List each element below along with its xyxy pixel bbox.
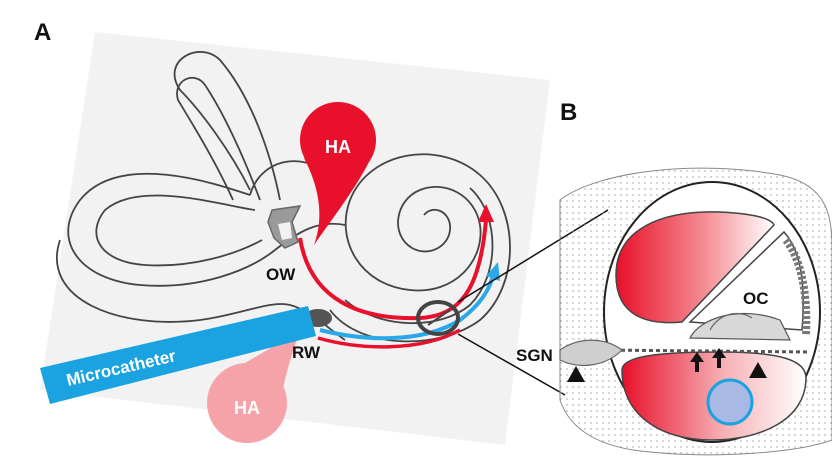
ha-bottom-label: HA: [234, 398, 260, 418]
panel-b-letter: B: [560, 99, 577, 126]
ow-label: OW: [266, 265, 296, 284]
panel-b: B OC SGN: [516, 99, 832, 455]
target-circle: [708, 380, 752, 424]
panel-a: A: [34, 19, 608, 445]
sgn-label: SGN: [516, 346, 553, 365]
panel-a-letter: A: [34, 19, 51, 46]
rw-label: RW: [292, 343, 321, 362]
ha-top-label: HA: [325, 137, 351, 157]
oc-label: OC: [743, 289, 769, 308]
